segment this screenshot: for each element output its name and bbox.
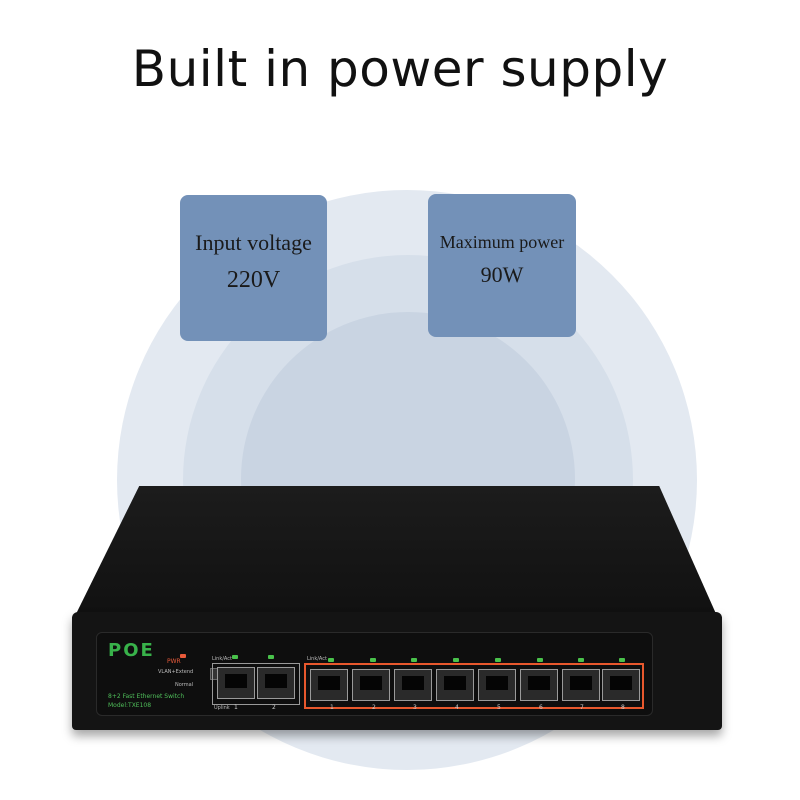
pwr-label: PWR bbox=[167, 658, 181, 665]
port-led bbox=[578, 658, 584, 662]
port-led bbox=[537, 658, 543, 662]
poe-port-number: 5 bbox=[497, 704, 501, 711]
page-title: Built in power supply bbox=[131, 40, 669, 98]
poe-port-number: 4 bbox=[455, 704, 459, 711]
poe-port[interactable] bbox=[352, 669, 390, 701]
maximum-power-label: Maximum power bbox=[439, 232, 565, 252]
uplink-led bbox=[232, 655, 238, 659]
uplink-port[interactable] bbox=[257, 667, 295, 699]
input-voltage-card: Input voltage 220V bbox=[180, 195, 327, 341]
maximum-power-value: 90W bbox=[480, 262, 524, 287]
model-number: Model:TXE108 bbox=[108, 702, 152, 709]
uplink-linkact-label: Link/Act bbox=[212, 656, 232, 662]
uplink-port-number: 2 bbox=[272, 704, 276, 711]
poe-linkact-label: Link/Act bbox=[307, 656, 327, 662]
uplink-port-number: 1 bbox=[234, 704, 238, 711]
poe-port[interactable] bbox=[562, 669, 600, 701]
poe-port[interactable] bbox=[520, 669, 558, 701]
port-led bbox=[453, 658, 459, 662]
poe-port-number: 3 bbox=[413, 704, 417, 711]
normal-label: Normal bbox=[175, 682, 194, 688]
poe-port[interactable] bbox=[436, 669, 474, 701]
port-led bbox=[619, 658, 625, 662]
uplink-led bbox=[268, 655, 274, 659]
poe-port[interactable] bbox=[394, 669, 432, 701]
port-led bbox=[495, 658, 501, 662]
uplink-port-group bbox=[212, 663, 300, 705]
device-top-surface bbox=[75, 486, 717, 616]
vlan-extend-label: VLAN+Extend bbox=[158, 669, 194, 675]
uplink-label: Uplink bbox=[214, 705, 230, 711]
input-voltage-value: 220V bbox=[226, 267, 281, 293]
pwr-led bbox=[180, 654, 186, 658]
poe-port[interactable] bbox=[310, 669, 348, 701]
uplink-port[interactable] bbox=[217, 667, 255, 699]
poe-port-number: 2 bbox=[372, 704, 376, 711]
model-line: 8+2 Fast Ethernet Switch bbox=[108, 693, 185, 700]
poe-port[interactable] bbox=[478, 669, 516, 701]
poe-port-number: 8 bbox=[621, 704, 625, 711]
poe-logo: POE bbox=[108, 640, 155, 661]
poe-port-number: 7 bbox=[580, 704, 584, 711]
port-led bbox=[370, 658, 376, 662]
port-led bbox=[411, 658, 417, 662]
maximum-power-card: Maximum power 90W bbox=[428, 194, 576, 337]
port-led bbox=[328, 658, 334, 662]
poe-port[interactable] bbox=[602, 669, 640, 701]
poe-port-group bbox=[304, 663, 644, 709]
poe-port-number: 6 bbox=[539, 704, 543, 711]
input-voltage-label: Input voltage bbox=[195, 230, 312, 255]
poe-port-number: 1 bbox=[330, 704, 334, 711]
